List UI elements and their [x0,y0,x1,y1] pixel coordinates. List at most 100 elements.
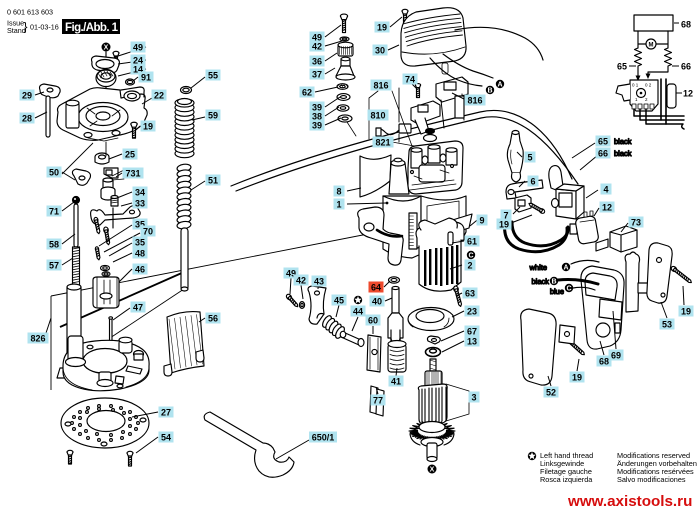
svg-text:49: 49 [133,43,143,53]
svg-text:91: 91 [141,73,151,83]
svg-text:19: 19 [377,23,387,33]
svg-text:62: 62 [302,88,312,98]
svg-text:A: A [497,82,502,89]
svg-text:42: 42 [296,276,306,286]
svg-text:45: 45 [334,296,344,306]
svg-text:48: 48 [135,249,145,259]
svg-text:C: C [468,253,473,260]
svg-text:77: 77 [373,396,383,406]
svg-text:41: 41 [391,377,401,387]
svg-text:61: 61 [467,237,477,247]
svg-text:4: 4 [603,185,608,195]
svg-text:55: 55 [208,71,218,81]
svg-text:816: 816 [373,81,388,91]
svg-text:6: 6 [530,177,535,187]
svg-text:14: 14 [133,65,143,75]
svg-text:19: 19 [499,220,509,230]
svg-text:65: 65 [617,62,627,72]
svg-text:54: 54 [161,433,171,443]
svg-text:A: A [563,265,568,272]
svg-text:X: X [430,467,435,474]
svg-text:X: X [104,45,109,52]
svg-text:650/1: 650/1 [312,433,335,443]
svg-text:24: 24 [133,56,143,66]
svg-text:Salvo modificaciones: Salvo modificaciones [617,475,686,484]
svg-text:40: 40 [372,297,382,307]
svg-text:51: 51 [208,176,218,186]
svg-text:Linksgewinde: Linksgewinde [540,459,584,468]
svg-text:35: 35 [135,238,145,248]
svg-text:50: 50 [49,168,59,178]
svg-text:38: 38 [312,112,322,122]
svg-text:66: 66 [681,62,691,72]
svg-text:47: 47 [133,303,143,313]
svg-text:Fig./Abb. 1: Fig./Abb. 1 [65,22,119,34]
svg-text:Issue: Issue [7,19,24,28]
svg-text:12: 12 [602,203,612,213]
svg-text:B: B [487,88,492,95]
svg-text:59: 59 [208,111,218,121]
svg-text:64: 64 [371,283,381,293]
svg-text:46: 46 [135,265,145,275]
svg-text:73: 73 [631,218,641,228]
svg-text:9: 9 [479,216,484,226]
svg-text:0 1: 0 1 [632,83,639,88]
svg-text:25: 25 [125,150,135,160]
svg-text:19: 19 [681,307,691,317]
svg-text:53: 53 [662,320,672,330]
svg-text:1: 1 [336,200,341,210]
svg-text:65: 65 [598,137,608,147]
svg-text:23: 23 [467,307,477,317]
svg-text:68: 68 [681,20,691,30]
svg-text:39: 39 [312,103,322,113]
svg-text:13: 13 [467,337,477,347]
svg-text:0 601 613 603: 0 601 613 603 [7,8,53,17]
svg-text:35: 35 [135,220,145,230]
svg-text:black: black [614,137,632,146]
svg-text:34: 34 [135,188,145,198]
svg-text:27: 27 [161,408,171,418]
svg-text:black: black [531,277,549,286]
svg-text:Änderungen vorbehalten: Änderungen vorbehalten [617,459,697,468]
svg-text:826: 826 [30,334,45,344]
svg-text:30: 30 [375,46,385,56]
svg-text:821: 821 [375,138,390,148]
svg-text:68: 68 [599,357,609,367]
svg-text:60: 60 [368,316,378,326]
svg-text:19: 19 [572,373,582,383]
svg-text:56: 56 [208,314,218,324]
svg-text:39: 39 [312,121,322,131]
svg-text:69: 69 [611,351,621,361]
svg-text:5: 5 [527,153,532,163]
svg-text:7: 7 [503,211,508,221]
svg-text:43: 43 [314,277,324,287]
svg-text:Filetage gauche: Filetage gauche [540,467,592,476]
svg-text:816: 816 [467,96,482,106]
svg-text:36: 36 [312,57,322,67]
svg-text:19: 19 [143,122,153,132]
svg-text:49: 49 [286,269,296,279]
svg-text:}: } [24,20,28,34]
svg-text:63: 63 [465,289,475,299]
svg-text:Modifications reserved: Modifications reserved [617,451,690,460]
svg-text:58: 58 [49,240,59,250]
svg-text:2: 2 [467,261,472,271]
svg-text:12: 12 [683,89,693,99]
svg-text:M: M [649,43,654,49]
svg-text:C: C [566,286,571,293]
svg-text:blue: blue [550,287,564,296]
svg-text:0 2: 0 2 [645,83,652,88]
svg-text:810: 810 [370,111,385,121]
svg-text:2: 2 [645,97,648,102]
svg-text:731: 731 [125,169,140,179]
svg-text:33: 33 [135,199,145,209]
svg-text:1: 1 [635,97,638,102]
svg-text:57: 57 [49,261,59,271]
svg-text:black: black [614,149,632,158]
svg-text:29: 29 [22,91,32,101]
svg-text:74: 74 [405,75,415,85]
svg-text:44: 44 [353,307,363,317]
svg-text:37: 37 [312,70,322,80]
svg-text:67: 67 [467,327,477,337]
svg-text:Rosca izquierda: Rosca izquierda [540,475,593,484]
